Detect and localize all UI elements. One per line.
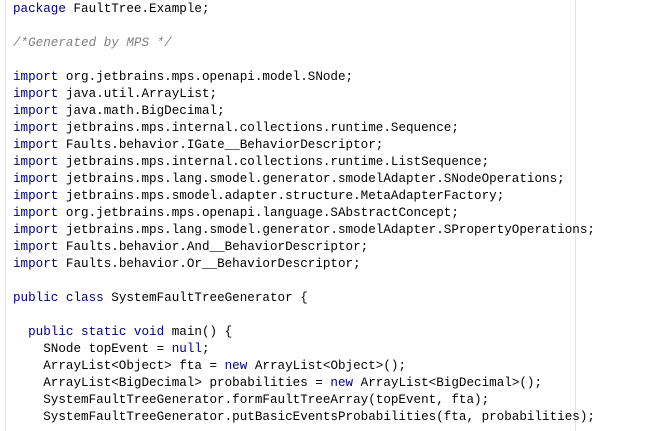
keyword-token: import <box>13 206 59 220</box>
code-token: java.util.ArrayList; <box>58 87 218 101</box>
code-token: ArrayList<BigDecimal>(); <box>353 376 543 390</box>
code-token: SystemFaultTreeGenerator.formFaultTreeAr… <box>43 393 490 407</box>
code-line[interactable]: import jetbrains.mps.internal.collection… <box>13 120 595 137</box>
code-line[interactable]: import org.jetbrains.mps.openapi.model.S… <box>13 69 595 86</box>
code-line[interactable]: import Faults.behavior.And__BehaviorDesc… <box>13 239 595 256</box>
keyword-token: null <box>171 342 202 356</box>
code-token: org.jetbrains.mps.openapi.model.SNode; <box>58 70 354 84</box>
code-line[interactable] <box>13 52 595 69</box>
code-text-area[interactable]: package FaultTree.Example; /*Generated by… <box>13 1 595 426</box>
code-token: Faults.behavior.And__BehaviorDescriptor; <box>58 240 369 254</box>
keyword-token: import <box>13 104 59 118</box>
code-token: jetbrains.mps.lang.smodel.generator.smod… <box>58 172 565 186</box>
code-line[interactable]: import java.math.BigDecimal; <box>13 103 595 120</box>
keyword-token: import <box>13 121 59 135</box>
keyword-token: import <box>13 138 59 152</box>
code-line[interactable]: SNode topEvent = null; <box>13 341 595 358</box>
code-line[interactable] <box>13 307 595 324</box>
keyword-token: import <box>13 172 59 186</box>
code-line[interactable]: public static void main() { <box>13 324 595 341</box>
code-token: ; <box>201 342 210 356</box>
code-token: jetbrains.mps.smodel.adapter.structure.M… <box>58 189 505 203</box>
code-line[interactable]: import jetbrains.mps.lang.smodel.generat… <box>13 222 595 239</box>
keyword-token: public static void <box>28 325 165 339</box>
code-token: SystemFaultTreeGenerator.putBasicEventsP… <box>43 410 595 424</box>
code-line[interactable]: SystemFaultTreeGenerator.putBasicEventsP… <box>13 409 595 426</box>
gutter-divider <box>5 0 6 431</box>
keyword-token: new <box>330 376 354 390</box>
keyword-token: package <box>13 2 66 16</box>
code-line[interactable]: import jetbrains.mps.smodel.adapter.stru… <box>13 188 595 205</box>
code-token: org.jetbrains.mps.openapi.language.SAbst… <box>58 206 459 220</box>
code-token: FaultTree.Example; <box>65 2 210 16</box>
code-line[interactable] <box>13 18 595 35</box>
code-token: Faults.behavior.IGate__BehaviorDescripto… <box>58 138 384 152</box>
code-line[interactable]: ArrayList<Object> fta = new ArrayList<Ob… <box>13 358 595 375</box>
code-line[interactable]: ArrayList<BigDecimal> probabilities = ne… <box>13 375 595 392</box>
keyword-token: import <box>13 257 59 271</box>
code-token: ArrayList<BigDecimal> probabilities = <box>43 376 331 390</box>
code-token: SNode topEvent = <box>43 342 172 356</box>
keyword-token: import <box>13 223 59 237</box>
code-line[interactable]: import jetbrains.mps.internal.collection… <box>13 154 595 171</box>
keyword-token: import <box>13 240 59 254</box>
keyword-token: import <box>13 70 59 84</box>
code-token: Faults.behavior.Or__BehaviorDescriptor; <box>58 257 361 271</box>
keyword-token: import <box>13 189 59 203</box>
code-line[interactable] <box>13 273 595 290</box>
code-token: main() { <box>164 325 233 339</box>
code-token: SystemFaultTreeGenerator { <box>103 291 308 305</box>
code-token: java.math.BigDecimal; <box>58 104 225 118</box>
code-token: ArrayList<Object> fta = <box>43 359 225 373</box>
code-line[interactable]: import java.util.ArrayList; <box>13 86 595 103</box>
code-line[interactable]: package FaultTree.Example; <box>13 1 595 18</box>
code-line[interactable]: SystemFaultTreeGenerator.formFaultTreeAr… <box>13 392 595 409</box>
keyword-token: import <box>13 155 59 169</box>
comment-token: /*Generated by MPS */ <box>13 36 172 50</box>
keyword-token: new <box>224 359 248 373</box>
code-token: jetbrains.mps.internal.collections.runti… <box>58 155 490 169</box>
code-line[interactable]: import org.jetbrains.mps.openapi.languag… <box>13 205 595 222</box>
right-margin-guide <box>575 0 576 431</box>
code-line[interactable]: public class SystemFaultTreeGenerator { <box>13 290 595 307</box>
code-line[interactable]: import Faults.behavior.IGate__BehaviorDe… <box>13 137 595 154</box>
code-line[interactable]: import jetbrains.mps.lang.smodel.generat… <box>13 171 595 188</box>
code-line[interactable]: /*Generated by MPS */ <box>13 35 595 52</box>
keyword-token: import <box>13 87 59 101</box>
keyword-token: public class <box>13 291 104 305</box>
code-line[interactable]: import Faults.behavior.Or__BehaviorDescr… <box>13 256 595 273</box>
code-token: ArrayList<Object>(); <box>247 359 407 373</box>
code-token: jetbrains.mps.internal.collections.runti… <box>58 121 459 135</box>
code-token: jetbrains.mps.lang.smodel.generator.smod… <box>58 223 595 237</box>
